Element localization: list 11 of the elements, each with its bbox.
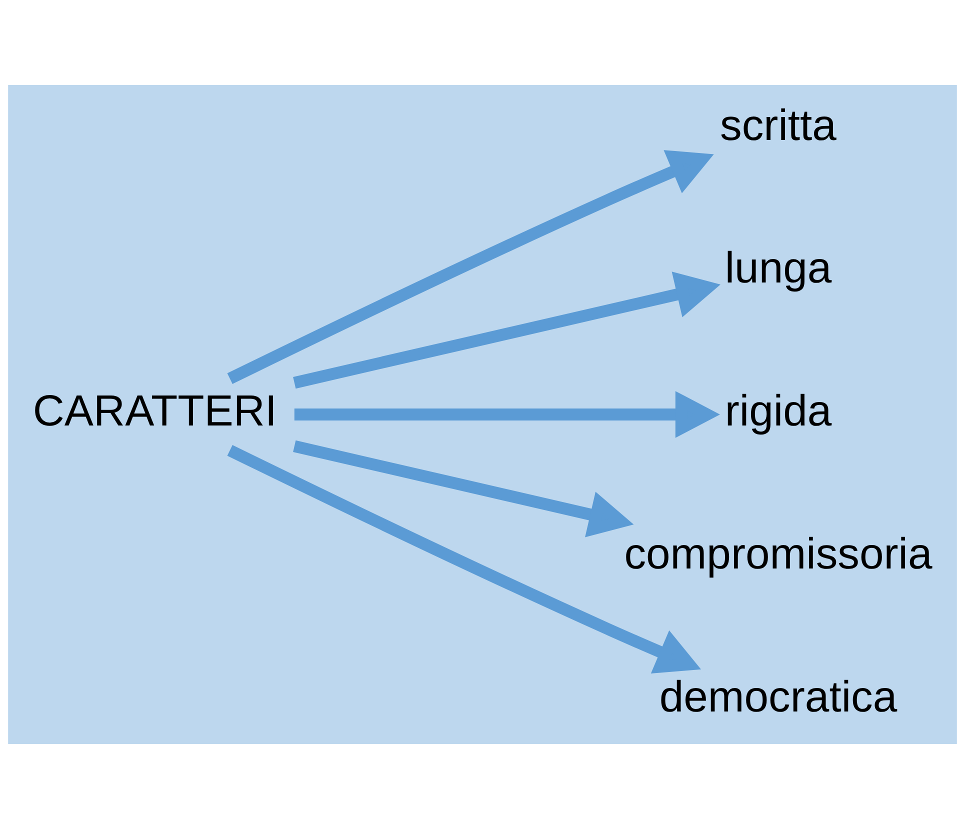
arrow xyxy=(227,150,714,384)
arrow xyxy=(293,271,720,388)
node-text: compromissoria xyxy=(624,529,932,578)
node-text: lunga xyxy=(724,243,832,292)
node-text: scritta xyxy=(720,100,836,150)
arrow xyxy=(227,444,702,673)
node-text: CARATTERI xyxy=(32,386,278,436)
arrow xyxy=(293,440,634,537)
arrow xyxy=(294,390,720,438)
node-text: rigida xyxy=(724,386,832,436)
node-text: democratica xyxy=(659,672,898,721)
